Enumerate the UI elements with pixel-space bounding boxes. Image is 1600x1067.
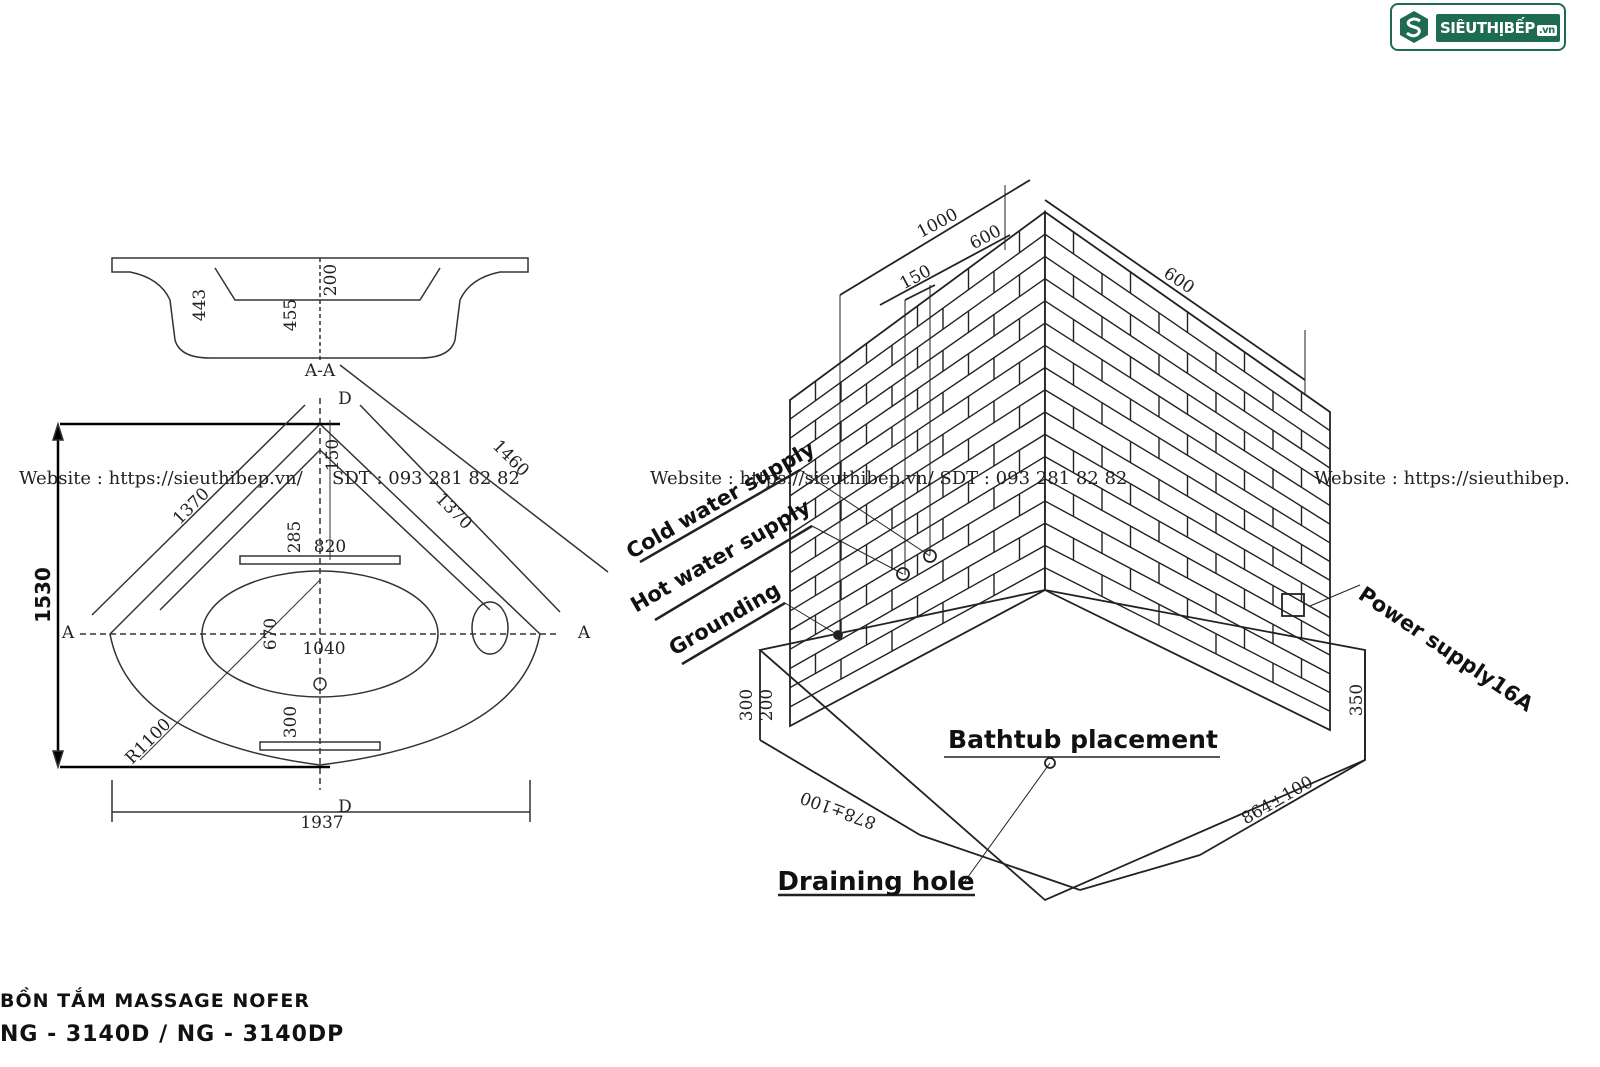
- dim-150-tub: 150: [323, 439, 343, 471]
- dim-300-tub: 300: [281, 706, 301, 738]
- brand-logo[interactable]: SIÊUTHỊBẾP.vn: [1390, 3, 1566, 51]
- plan-view: [51, 364, 609, 822]
- section-mark-d-top: D: [338, 389, 352, 409]
- section-view: [111, 257, 529, 362]
- dim-285: 285: [285, 521, 305, 553]
- watermark-mid: Website : https://sieuthibep.vn/ SDT : 0…: [650, 468, 1128, 489]
- label-draining-hole: Draining hole: [777, 867, 974, 897]
- dim-200: 200: [321, 264, 341, 296]
- dim-878: 878±100: [798, 787, 879, 833]
- section-mark-d-bottom: D: [338, 797, 352, 817]
- dim-1370-right: 1370: [431, 489, 476, 534]
- watermark-left-site: Website : https://sieuthibep.vn/: [19, 468, 303, 489]
- dim-1040: 1040: [302, 639, 345, 659]
- product-title: BỒN TẮM MASSAGE NOFER: [0, 990, 310, 1012]
- brick-wall: [639, 179, 1366, 902]
- watermark-right-site: Website : https://sieuthibep.: [1314, 468, 1570, 489]
- dim-670: 670: [261, 618, 281, 650]
- dim-1937: 1937: [300, 813, 343, 833]
- dim-300-wall: 300: [737, 689, 757, 721]
- dim-864: 864±100: [1238, 772, 1317, 829]
- section-mark-a-left: A: [61, 623, 75, 643]
- dim-820: 820: [314, 537, 346, 557]
- dim-1530: 1530: [31, 567, 55, 623]
- dim-443: 443: [190, 289, 210, 321]
- section-mark-a-right: A: [577, 623, 591, 643]
- dim-1370-left: 1370: [169, 484, 214, 529]
- label-bathtub-placement: Bathtub placement: [948, 725, 1218, 754]
- dim-200-wall: 200: [757, 689, 777, 721]
- watermark-left-phone: SDT : 093 281 82 82: [332, 468, 520, 489]
- dim-350: 350: [1347, 684, 1367, 716]
- logo-icon: [1400, 11, 1428, 43]
- label-power-supply: Power supply16A: [1354, 582, 1538, 717]
- dim-455: 455: [281, 299, 301, 331]
- dim-150-wall: 150: [897, 261, 935, 294]
- section-label: A-A: [304, 361, 336, 381]
- logo-text: SIÊUTHỊBẾP.vn: [1436, 14, 1560, 42]
- product-model: NG - 3140D / NG - 3140DP: [0, 1022, 345, 1047]
- dim-r1100: R1100: [122, 715, 176, 769]
